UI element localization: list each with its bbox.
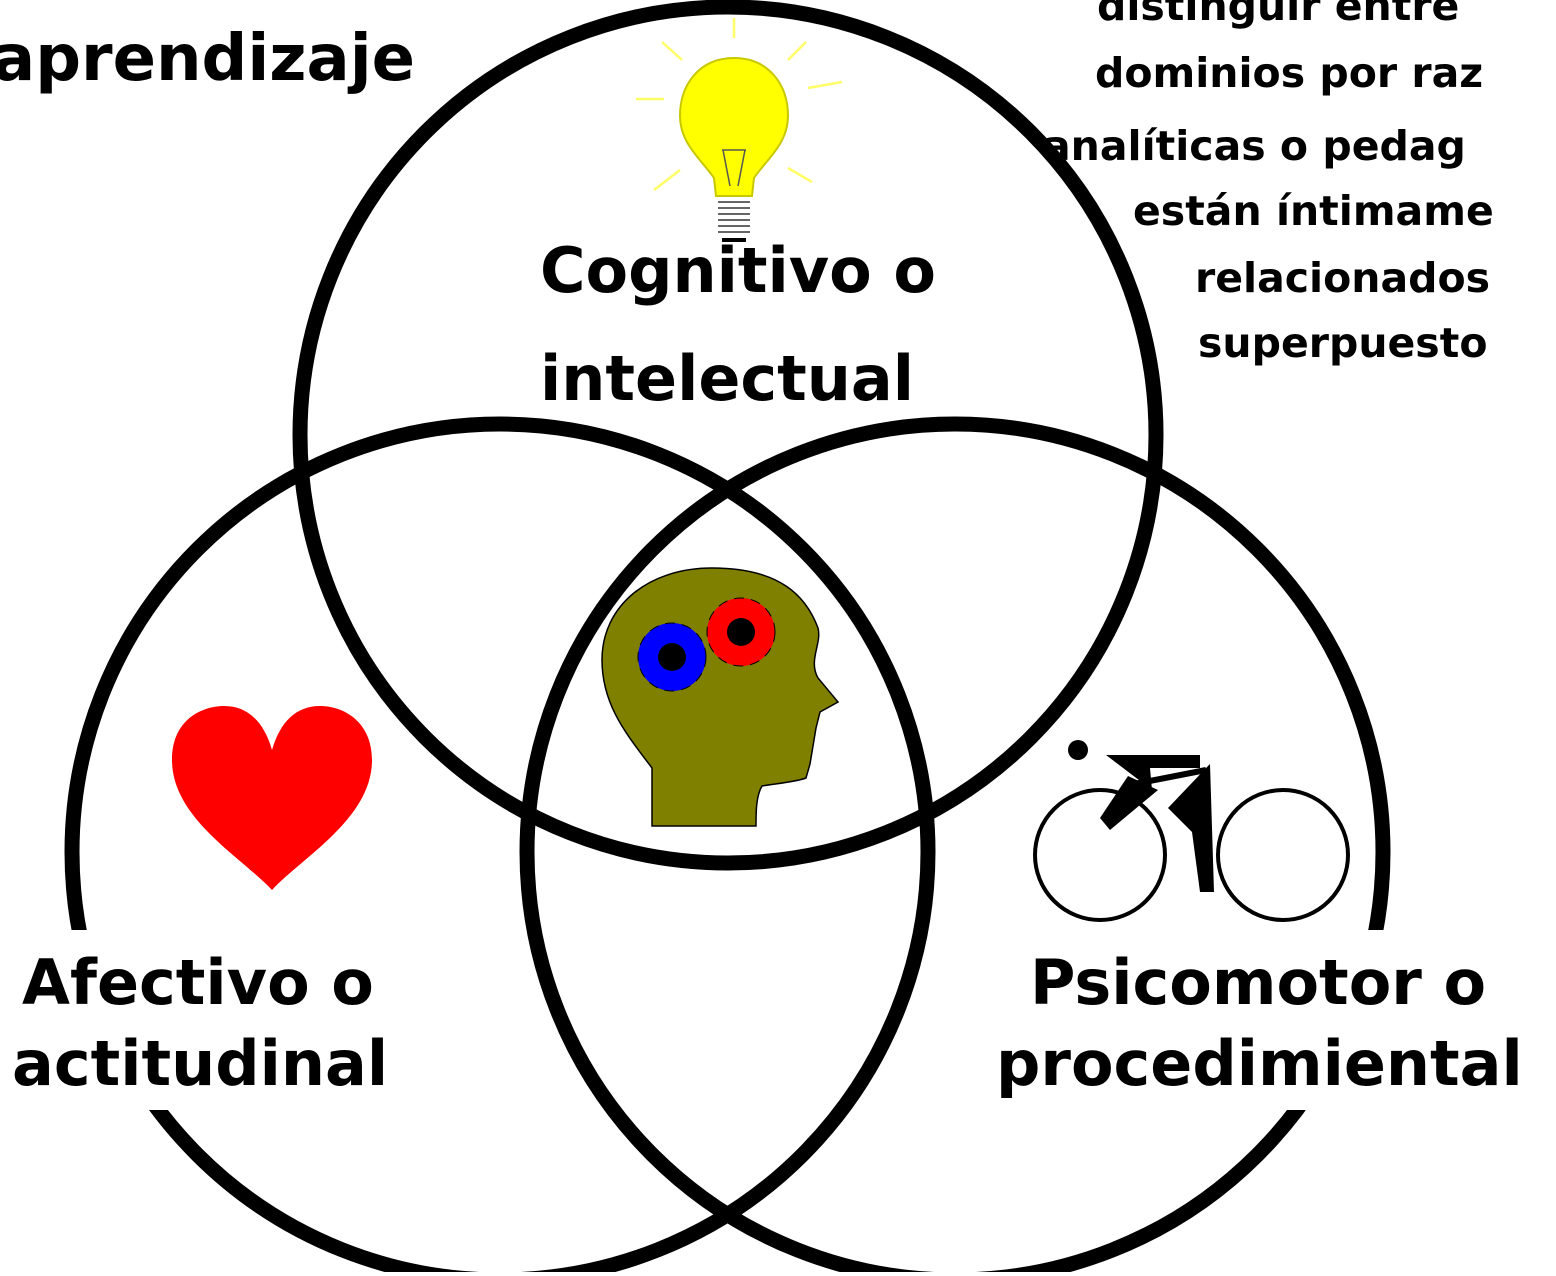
affective-label-line1: Afectivo o [22, 946, 374, 1019]
gear-blue-icon [637, 622, 707, 692]
title-fragment: aprendizaje [0, 22, 415, 96]
affective-circle [64, 416, 936, 1276]
affective-label-line2: actitudinal [12, 1027, 388, 1100]
head-with-gears-icon [601, 567, 840, 827]
affective-label-mask [0, 930, 420, 1110]
psychomotor-label-line2: procedimiental [996, 1027, 1523, 1100]
cyclist-icon [1033, 740, 1350, 922]
venn-circles [64, 0, 1391, 1276]
note-block: distinguir entre dominios por raz analít… [1043, 0, 1494, 367]
psychomotor-label-line1: Psicomotor o [1030, 946, 1486, 1019]
psychomotor-label-mask [985, 930, 1556, 1110]
note-line-6: superpuesto [1198, 319, 1487, 367]
cognitive-label-line2: intelectual [540, 342, 914, 415]
note-line-5: relacionados [1195, 254, 1490, 302]
gear-red-icon [706, 597, 776, 667]
cognitive-circle [292, 0, 1164, 871]
light-bulb-icon [636, 18, 843, 242]
note-line-1: distinguir entre [1097, 0, 1459, 30]
psychomotor-circle [519, 416, 1391, 1276]
note-line-4: están íntimame [1133, 187, 1494, 235]
note-line-3: analíticas o pedag [1043, 122, 1466, 170]
cognitive-label-line1: Cognitivo o [540, 234, 936, 307]
heart-icon [172, 706, 372, 890]
note-line-2: dominios por raz [1095, 49, 1483, 97]
